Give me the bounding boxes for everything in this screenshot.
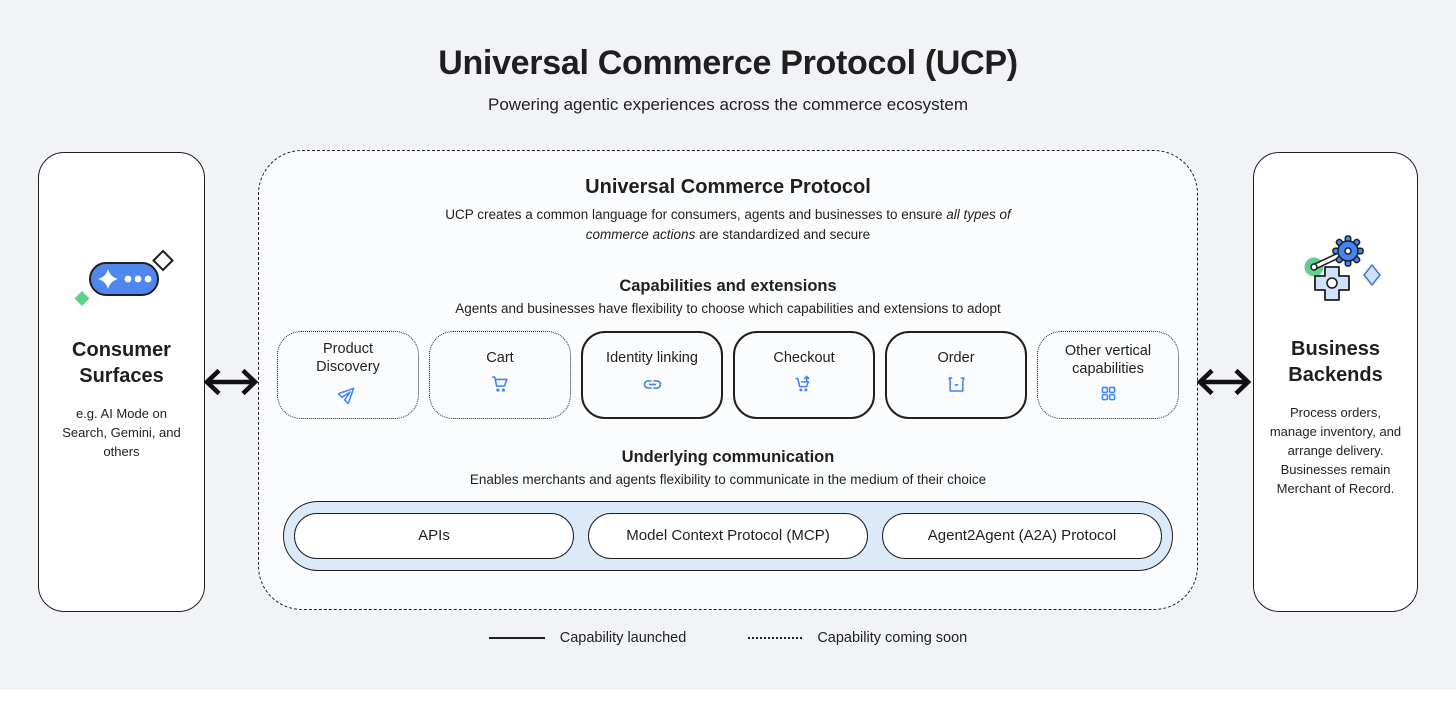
consumer-surfaces-panel: Consumer Surfaces e.g. AI Mode on Search…: [38, 152, 205, 612]
solid-line-icon: [488, 637, 545, 639]
ucp-description-italic: all types of commerce actions: [585, 207, 1011, 243]
ucp-description: UCP creates a common language for consum…: [428, 205, 1028, 246]
capability-label: Product Discovery: [316, 340, 380, 375]
order-box-icon: [946, 374, 967, 400]
capability-checkout: Checkout: [733, 330, 875, 419]
communication-heading: Underlying communication: [621, 447, 835, 466]
capability-label: Checkout: [773, 349, 835, 366]
capability-product-discovery: Product Discovery: [277, 330, 419, 419]
comm-pill-a2a: Agent2Agent (A2A) Protocol: [882, 512, 1162, 559]
capability-order: Order: [885, 330, 1027, 419]
business-backends-description: Process orders, manage inventory, and ar…: [1269, 405, 1402, 496]
capability-label: Identity linking: [606, 349, 698, 366]
ucp-title: Universal Commerce Protocol: [585, 176, 871, 198]
legend: Capability launched Capability coming so…: [0, 630, 1456, 646]
capability-label: Order: [937, 349, 975, 366]
dotted-line-icon: [748, 637, 803, 639]
grid-icon: [1100, 385, 1117, 407]
cart-checkout-icon: [794, 374, 815, 400]
send-icon: [337, 383, 359, 409]
capabilities-subheading: Agents and businesses have flexibility t…: [455, 300, 1001, 316]
ucp-description-post: are standardized and secure: [695, 227, 871, 243]
ucp-protocol-box: Universal Commerce Protocol UCP creates …: [258, 150, 1198, 610]
ucp-description-pre: UCP creates a common language for consum…: [445, 207, 947, 222]
capabilities-section-header: Capabilities and extensions Agents and b…: [259, 277, 1197, 316]
business-backends-title: Business Backends: [1288, 338, 1383, 387]
legend-item-coming-soon: Capability coming soon: [748, 630, 967, 646]
page-title: Universal Commerce Protocol (UCP): [438, 44, 1018, 82]
page-header: Universal Commerce Protocol (UCP) Poweri…: [0, 44, 1456, 115]
comm-pill-mcp: Model Context Protocol (MCP): [588, 512, 868, 559]
capability-label: Other vertical capabilities: [1064, 342, 1152, 377]
consumer-surfaces-title: Consumer Surfaces: [72, 339, 171, 388]
capability-identity-linking: Identity linking: [581, 330, 723, 419]
consumer-surfaces-description: e.g. AI Mode on Search, Gemini, and othe…: [62, 406, 181, 459]
capability-cart: Cart: [429, 330, 571, 419]
communication-section-header: Underlying communication Enables merchan…: [259, 448, 1197, 487]
page-subtitle: Powering agentic experiences across the …: [488, 95, 968, 114]
ai-chat-pill-icon: [66, 246, 178, 315]
legend-item-launched: Capability launched: [488, 630, 687, 646]
comm-pill-apis: APIs: [294, 512, 574, 559]
right-bidirectional-arrow-icon: [1195, 364, 1253, 405]
legend-coming-soon-label: Capability coming soon: [817, 630, 968, 646]
cart-icon: [490, 374, 511, 400]
page-bottom-edge: [0, 690, 1456, 703]
gears-icon: [1284, 235, 1388, 314]
capabilities-row: Product Discovery Cart Identity li: [259, 330, 1197, 419]
legend-launched-label: Capability launched: [559, 630, 687, 646]
business-backends-panel: Business Backends Process orders, manage…: [1253, 152, 1418, 612]
capability-label: Cart: [486, 349, 514, 366]
capability-other-vertical: Other vertical capabilities: [1037, 330, 1179, 419]
link-icon: [642, 374, 663, 400]
capabilities-heading: Capabilities and extensions: [619, 276, 837, 295]
communication-subheading: Enables merchants and agents flexibility…: [469, 471, 987, 487]
communication-container: APIs Model Context Protocol (MCP) Agent2…: [283, 500, 1173, 571]
left-bidirectional-arrow-icon: [202, 364, 260, 405]
